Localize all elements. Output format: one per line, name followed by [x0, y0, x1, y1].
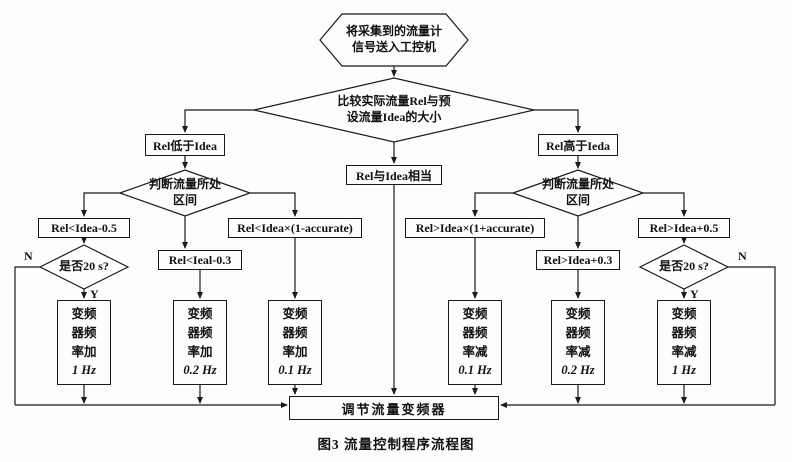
branch-low-box: Rel低于Idea — [145, 134, 225, 156]
start-node: 将采集到的流量计 信号送入工控机 — [322, 14, 466, 66]
judge-left-line2: 区间 — [172, 193, 197, 207]
compare-node-line2: 设流量Idea的大小 — [346, 110, 442, 124]
action-text: 率加 — [282, 344, 308, 359]
judge-right-line1: 判断流量所处 — [541, 177, 614, 192]
judge-right-node: 判断流量所处 区间 — [518, 172, 638, 214]
action-text: 率减 — [565, 344, 591, 359]
action-text: 率加 — [187, 344, 213, 359]
action-text: 器频 — [565, 325, 591, 340]
action-text: 变频 — [71, 307, 97, 321]
branch-high-box: Rel高于Ieda — [538, 134, 618, 156]
cond-low-2-box: Rel<Ieal-0.3 — [158, 250, 242, 270]
action-value: 0.1 Hz — [458, 363, 492, 378]
start-node-line1: 将采集到的流量计 — [345, 24, 442, 39]
action-add-02hz-box: 变频 器频 率加 0.2 Hz — [173, 300, 227, 385]
action-text: 变频 — [282, 307, 308, 321]
action-add-1hz-box: 变频 器频 率加 1 Hz — [57, 300, 111, 385]
action-text: 器频 — [71, 325, 97, 340]
action-text: 变频 — [671, 307, 697, 321]
action-text: 变频 — [187, 307, 213, 321]
no-label-left: N — [24, 249, 33, 263]
shape-outlines — [38, 13, 730, 290]
action-text: 器频 — [187, 325, 213, 340]
no-label-right: N — [738, 249, 747, 263]
judge-left-node: 判断流量所处 区间 — [125, 172, 245, 214]
action-text: 变频 — [565, 307, 591, 321]
compare-node: 比较实际流量Rel与预 设流量Idea的大小 — [274, 82, 514, 138]
cond-high-1-box: Rel>Idea×(1+accurate) — [405, 218, 545, 238]
output-box: 调节流量变频器 — [289, 396, 499, 420]
cond-high-2-box: Rel>Idea+0.3 — [536, 250, 620, 270]
action-text: 器频 — [462, 325, 488, 340]
action-value: 0.2 Hz — [561, 363, 595, 378]
action-text: 器频 — [671, 325, 697, 340]
yes-label-left: Y — [90, 287, 99, 301]
cond-low-3-box: Rel<Idea×(1-accurate) — [228, 218, 362, 238]
action-sub-01hz-box: 变频 器频 率减 0.1 Hz — [448, 300, 502, 385]
action-text: 率减 — [671, 344, 697, 359]
cond-low-1-box: Rel<Idea-0.5 — [38, 218, 130, 238]
judge-left-line1: 判断流量所处 — [148, 177, 221, 192]
action-text: 器频 — [282, 325, 308, 340]
action-value: 1 Hz — [72, 363, 96, 378]
connector-edges — [14, 66, 776, 408]
compare-node-line1: 比较实际流量Rel与预 — [337, 94, 451, 109]
action-text: 率加 — [71, 344, 97, 359]
branch-equal-box: Rel与Idea相当 — [346, 165, 442, 185]
action-sub-02hz-box: 变频 器频 率减 0.2 Hz — [551, 300, 605, 385]
yes-label-right: Y — [690, 287, 699, 301]
timer-left-node: 是否20 s? — [59, 259, 109, 274]
action-text: 变频 — [462, 307, 488, 321]
timer-right-node: 是否20 s? — [659, 259, 709, 274]
action-text: 率减 — [462, 344, 488, 359]
cond-high-3-box: Rel>Idea+0.5 — [638, 218, 730, 238]
timer-left-diamond — [38, 244, 130, 290]
figure-caption: 图3 流量控制程序流程图 — [317, 437, 475, 452]
action-value: 1 Hz — [672, 363, 696, 378]
start-hexagon — [319, 13, 469, 67]
action-value: 0.1 Hz — [278, 363, 312, 378]
action-sub-1hz-box: 变频 器频 率减 1 Hz — [657, 300, 711, 385]
action-add-01hz-box: 变频 器频 率加 0.1 Hz — [268, 300, 322, 385]
judge-right-line2: 区间 — [565, 193, 590, 207]
action-value: 0.2 Hz — [183, 363, 217, 378]
start-node-line2: 信号送入工控机 — [351, 40, 436, 54]
